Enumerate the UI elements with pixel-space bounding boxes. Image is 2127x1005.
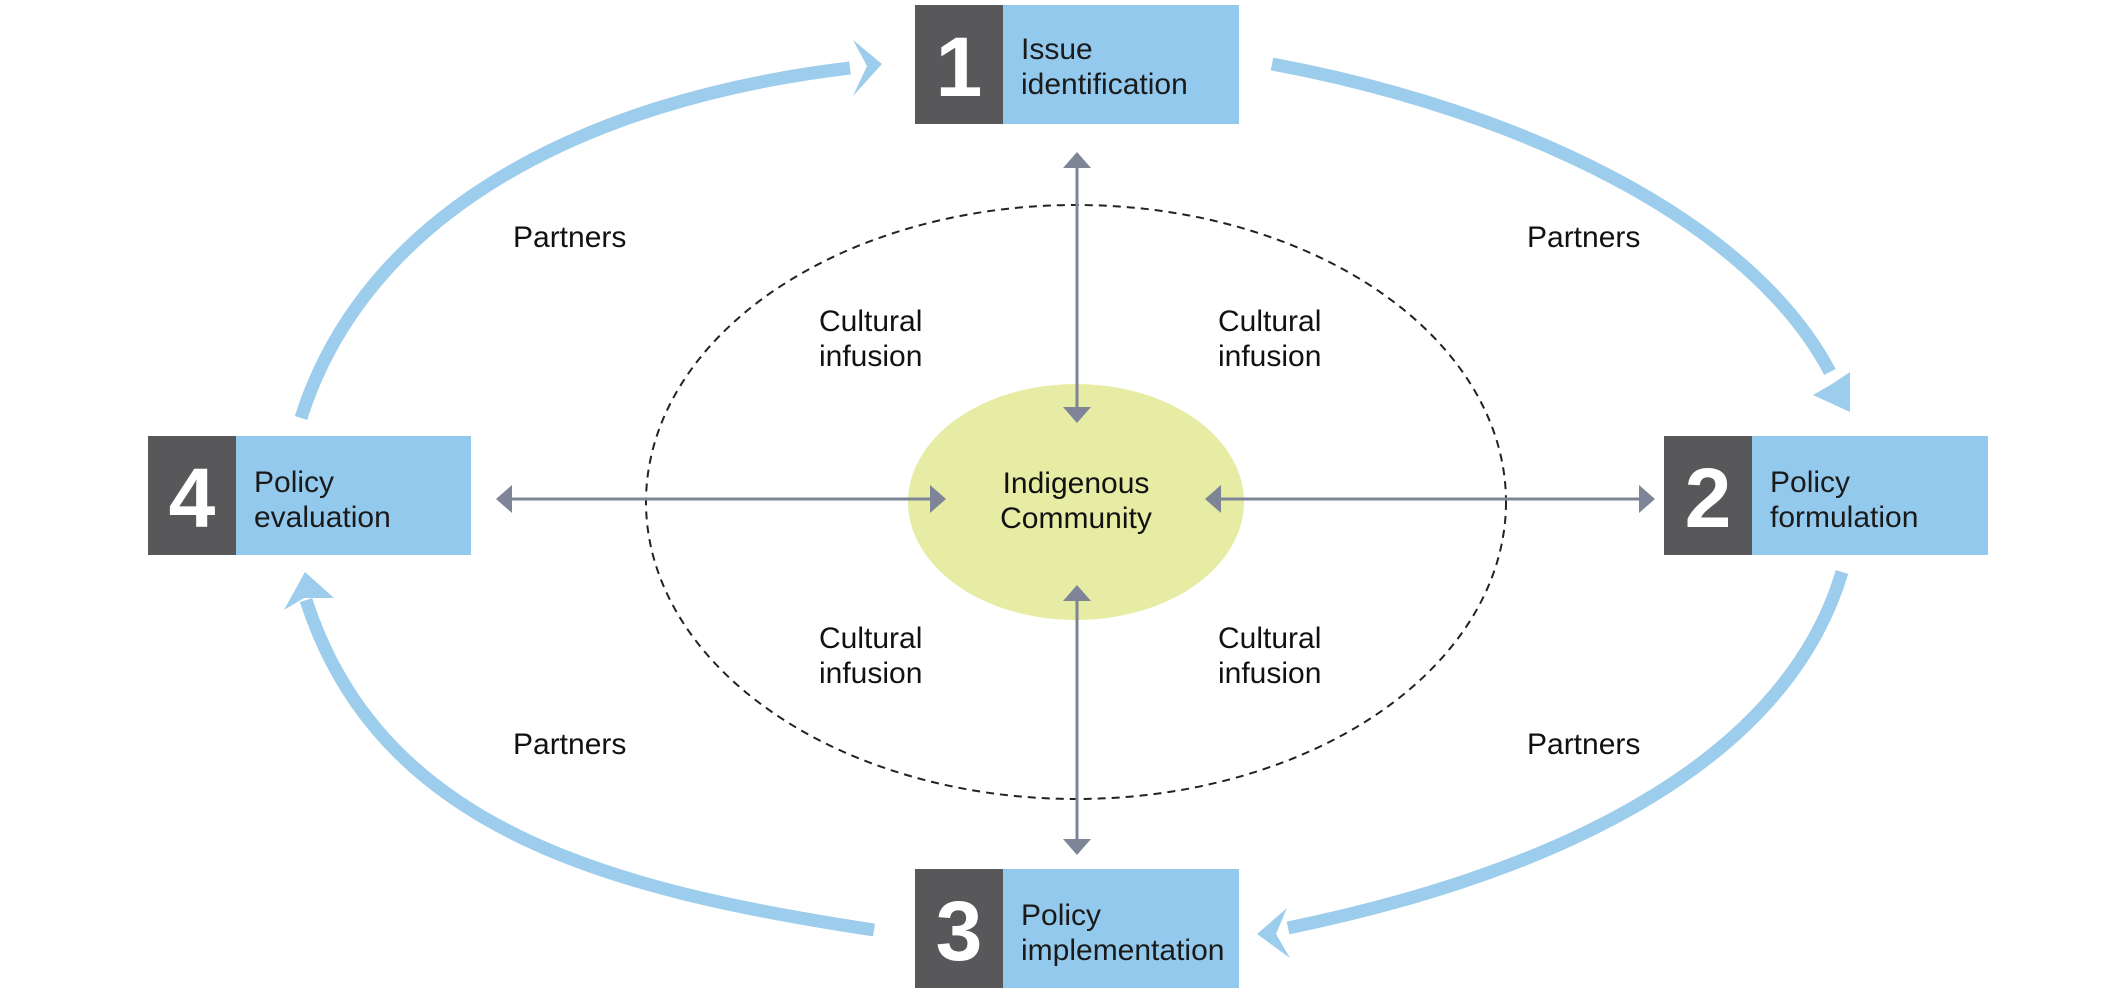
stage-box-3: 3 Policy implementation [915,869,1239,988]
stage-box-2: 2 Policy formulation [1664,436,1988,555]
partners-labels: Partners Partners Partners Partners [513,221,1640,761]
cultural-infusion-bottom-right: Cultural infusion [1218,622,1321,690]
indigenous-community-ellipse [908,384,1244,620]
cycle-arrowhead-to-1 [853,40,882,96]
stage-number: 3 [936,884,983,978]
stage-box-4: 4 Policy evaluation [148,436,471,555]
cycle-arrow-2-to-3 [1286,570,1849,935]
partners-label-bottom-left: Partners [513,728,626,761]
cultural-infusion-text: Cultural [1218,622,1321,655]
cultural-infusion-top-left: Cultural infusion [819,305,922,373]
cycle-arrow-3-to-4 [299,598,875,937]
stage-label-line1: Policy [254,466,334,499]
stage-label-line1: Policy [1770,466,1850,499]
stage-label-line2: formulation [1770,501,1918,534]
stage-label-line2: evaluation [254,501,391,534]
connector-left [496,485,946,513]
cultural-infusion-text: infusion [1218,340,1321,373]
stage-box-1: 1 Issue identification [915,5,1239,124]
cycle-arrows [294,57,1849,937]
stage-number: 2 [1685,451,1732,545]
stage-label-line2: implementation [1021,934,1224,967]
cultural-infusion-text: Cultural [819,305,922,338]
cultural-infusion-text: infusion [1218,657,1321,690]
partners-label-bottom-right: Partners [1527,728,1640,761]
cultural-infusion-text: infusion [819,657,922,690]
stage-number: 4 [169,451,216,545]
cycle-arrowhead-to-2 [1813,372,1850,412]
cycle-arrowheads [284,40,1850,958]
cycle-arrowhead-to-3 [1257,908,1290,958]
cultural-infusion-text: Cultural [819,622,922,655]
cycle-arrowhead-to-4 [284,572,334,610]
center-label-line1: Indigenous [1003,467,1150,500]
connector-down [1063,585,1091,855]
cultural-infusion-bottom-left: Cultural infusion [819,622,922,690]
center-label: Indigenous Community [1000,467,1152,535]
cultural-infusion-labels: Cultural infusion Cultural infusion Cult… [819,305,1321,690]
partners-label-top-right: Partners [1527,221,1640,254]
center-label-line2: Community [1000,502,1152,535]
cycle-arrow-4-to-1 [294,61,851,420]
cultural-infusion-text: Cultural [1218,305,1321,338]
partners-label-top-left: Partners [513,221,626,254]
community-connectors [496,152,1655,855]
cultural-infusion-text: infusion [819,340,922,373]
cultural-infusion-top-right: Cultural infusion [1218,305,1321,373]
cycle-arrow-1-to-2 [1270,57,1836,376]
connector-right [1205,485,1655,513]
connector-up [1063,152,1091,423]
stage-label-line1: Issue [1021,33,1093,66]
stage-number: 1 [936,20,983,114]
stage-label-line1: Policy [1021,899,1101,932]
stage-label-line2: identification [1021,68,1188,101]
